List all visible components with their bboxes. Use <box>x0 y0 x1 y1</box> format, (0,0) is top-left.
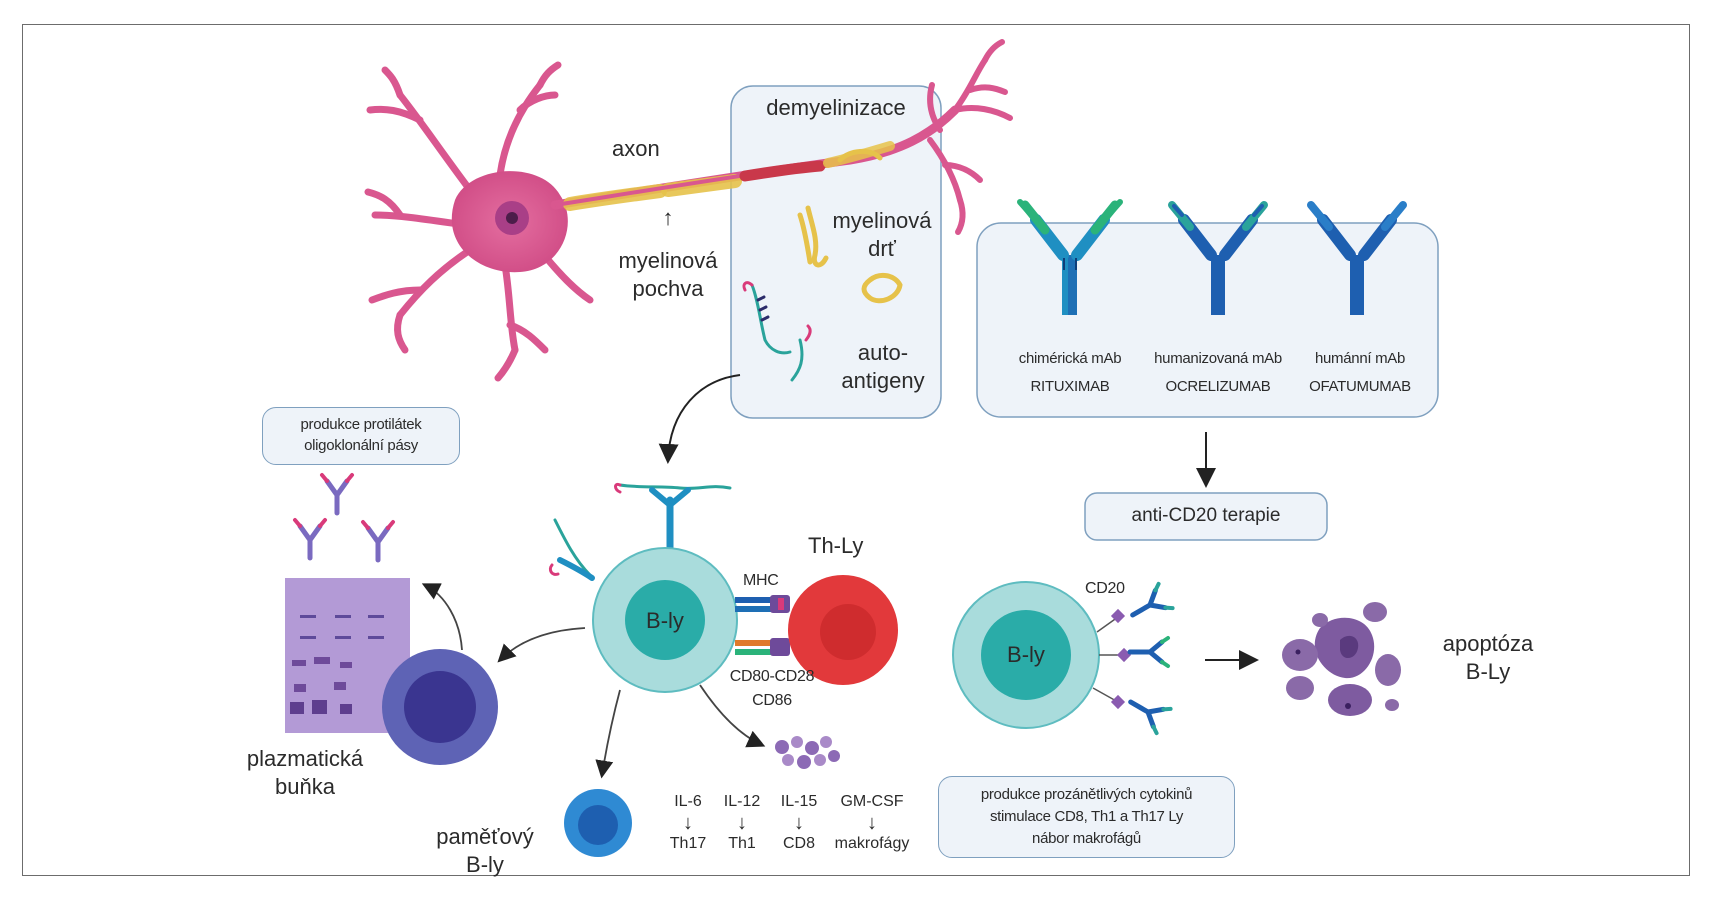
b-cell-label: B-ly <box>646 608 684 633</box>
cytokine-arrow: ↓ <box>794 812 804 834</box>
autoantigen-label-2: antigeny <box>841 368 925 393</box>
apoptosis-label-1: apoptóza <box>1442 631 1534 656</box>
inflammation-line1: produkce prozánětlivých cytokinů <box>980 786 1193 803</box>
neuron-nucleolus <box>506 212 518 224</box>
therapy-label: anti-CD20 terapie <box>1131 505 1281 526</box>
cytokine-il15: IL-15 ↓ CD8 <box>759 792 839 854</box>
secreted-antibodies <box>293 473 395 563</box>
plasma-cell-nucleus <box>404 671 476 743</box>
up-arrow: ↑ <box>662 205 674 230</box>
cytokine-target: Th1 <box>728 835 756 852</box>
antibody-production-box: produkce protilátek oligoklonální pásy <box>262 407 460 465</box>
cytokine-dots <box>775 736 840 769</box>
gel-bands <box>290 615 384 714</box>
th-cell-label: Th-Ly <box>808 533 864 558</box>
antibody-production-line1: produkce protilátek <box>300 416 422 433</box>
costim-label-1: CD80-CD28 <box>729 668 815 685</box>
bound-antibodies <box>1127 581 1175 736</box>
arrow-to-b-cell <box>658 374 741 464</box>
plasma-cell-label-1: plazmatická <box>246 746 364 771</box>
th-cell-nucleus <box>820 604 876 660</box>
cytokine-name: IL-6 <box>674 793 702 810</box>
antibodies-box <box>976 222 1439 418</box>
cytokine-target: makrofágy <box>834 835 910 852</box>
target-b-cell-label: B-ly <box>1007 642 1045 667</box>
axon <box>550 105 960 211</box>
apoptosis-label-2: B-Ly <box>1465 659 1511 684</box>
cytokine-arrow: ↓ <box>867 812 877 834</box>
autoantigens <box>742 281 812 382</box>
cytokine-name: GM-CSF <box>840 793 904 810</box>
bcr-antigen-top <box>614 482 732 552</box>
mhc-label: MHC <box>743 572 779 589</box>
inflammation-box: produkce prozánětlivých cytokinů stimula… <box>938 776 1235 858</box>
antibody-type-humanized: humanizovaná mAb <box>1154 350 1282 367</box>
arrow-b-to-memory <box>595 689 621 779</box>
cytokine-arrow: ↓ <box>683 812 693 834</box>
plasma-cell-label-2: buňka <box>275 774 335 799</box>
cytokine-il12: IL-12 ↓ Th1 <box>702 792 782 854</box>
cytokine-target: Th17 <box>669 835 707 852</box>
antibody-type-chimeric: chimérická mAb <box>1018 350 1122 367</box>
antibody-humanized <box>1168 201 1268 315</box>
inflammation-line2: stimulace CD8, Th1 a Th17 Ly <box>989 808 1184 825</box>
antibody-drug-rituximab: RITUXIMAB <box>1030 378 1110 395</box>
cd20-label: CD20 <box>1085 580 1125 597</box>
memory-b-cell-nucleus <box>578 805 618 845</box>
antibody-human <box>1307 201 1407 315</box>
myelin-debris-label-1: myelinová <box>832 208 932 233</box>
antibody-drug-ofatumumab: OFATUMUMAB <box>1309 378 1411 395</box>
cytokine-arrow: ↓ <box>737 812 747 834</box>
myelin-sheath-label-1: myelinová <box>618 248 718 273</box>
apoptotic-cell <box>1282 602 1401 716</box>
demyelination-title: demyelinizace <box>766 95 906 120</box>
bcr-antigen-left <box>548 518 595 581</box>
cytokine-gmcsf: GM-CSF ↓ makrofágy <box>827 792 917 854</box>
memory-b-cell-label-1: paměťový <box>436 824 534 849</box>
antibody-production-line2: oligoklonální pásy <box>304 437 418 454</box>
arrow-plasma-to-gel <box>421 583 463 651</box>
therapy-box <box>1084 492 1328 541</box>
cytokine-target: CD8 <box>782 835 815 852</box>
target-b-cell-nucleus <box>981 610 1071 700</box>
antibody-chimeric <box>1017 199 1123 315</box>
myelin-debris-label-2: drť <box>868 236 896 261</box>
inflammation-line3: nábor makrofágů <box>1032 830 1141 847</box>
myelin-debris <box>797 149 903 304</box>
arrow-b-to-cytokines <box>699 684 766 748</box>
cd20-receptors <box>1092 608 1132 710</box>
memory-b-cell-label-2: B-ly <box>466 852 504 877</box>
cytokine-name: IL-12 <box>723 793 761 810</box>
arrow-b-to-plasma <box>497 627 586 663</box>
autoantigen-label-1: auto- <box>857 340 909 365</box>
cytokine-il6: IL-6 ↓ Th17 <box>648 792 728 854</box>
axon-terminals <box>927 39 1013 235</box>
antibody-drug-ocrelizumab: OCRELIZUMAB <box>1165 378 1271 395</box>
mhc-connection <box>735 595 790 613</box>
antibody-type-human: humánní mAb <box>1314 350 1406 367</box>
cytokine-name: IL-15 <box>780 793 818 810</box>
b-cell-nucleus <box>625 580 705 660</box>
costim-label-2: CD86 <box>752 692 792 709</box>
costim-connection <box>735 638 790 656</box>
myelin-sheath-label-2: pochva <box>632 276 704 301</box>
axon-label: axon <box>612 136 660 161</box>
